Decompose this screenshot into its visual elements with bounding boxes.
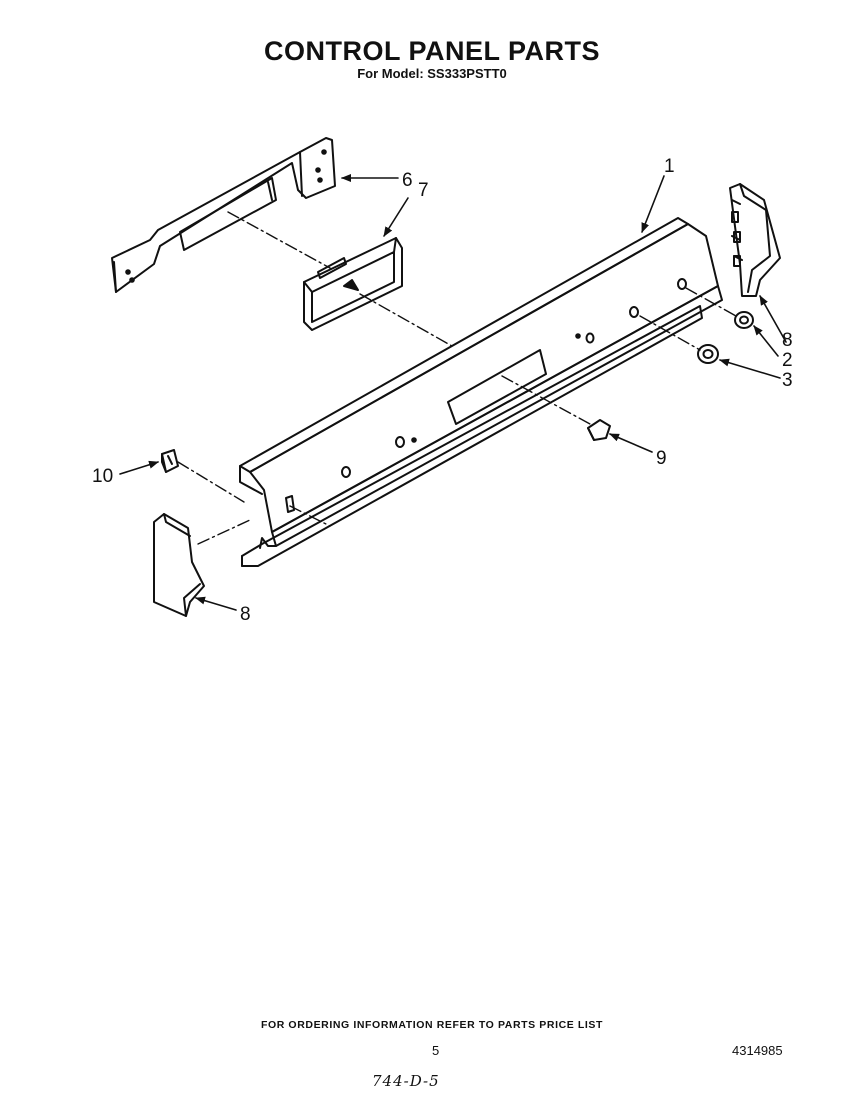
bushing-part-3 [697, 344, 719, 364]
callout-10: 10 [92, 466, 113, 487]
control-panel-part-1 [239, 217, 723, 567]
clip-part-10 [161, 449, 179, 473]
callout-8-top: 8 [782, 330, 793, 351]
end-cap-part-8-left [153, 513, 205, 617]
callout-9: 9 [656, 448, 667, 469]
bracket-part-6 [111, 137, 336, 293]
callout-labels: 1 6 7 8 2 3 9 10 8 [92, 156, 793, 625]
end-cap-part-8-right [729, 183, 781, 297]
document-number: 4314985 [732, 1043, 783, 1058]
handwritten-note: 744-D-5 [372, 1072, 440, 1090]
callout-2: 2 [782, 350, 793, 371]
display-window-part-7 [303, 237, 403, 331]
leader-arrows [119, 174, 787, 611]
page-title: CONTROL PANEL PARTS [263, 36, 601, 66]
page-number: 5 [432, 1043, 440, 1058]
bushing-part-2 [734, 311, 754, 329]
callout-7: 7 [418, 180, 429, 201]
callout-6: 6 [402, 170, 413, 191]
model-subtitle: For Model: SS333PSTT0 [357, 66, 507, 81]
ordering-information-note: FOR ORDERING INFORMATION REFER TO PARTS … [260, 1019, 604, 1031]
callout-1: 1 [664, 156, 675, 177]
button-part-9 [587, 419, 611, 441]
callout-3: 3 [782, 370, 793, 391]
callout-8-bottom: 8 [240, 604, 251, 625]
alignment-lines [177, 211, 737, 545]
